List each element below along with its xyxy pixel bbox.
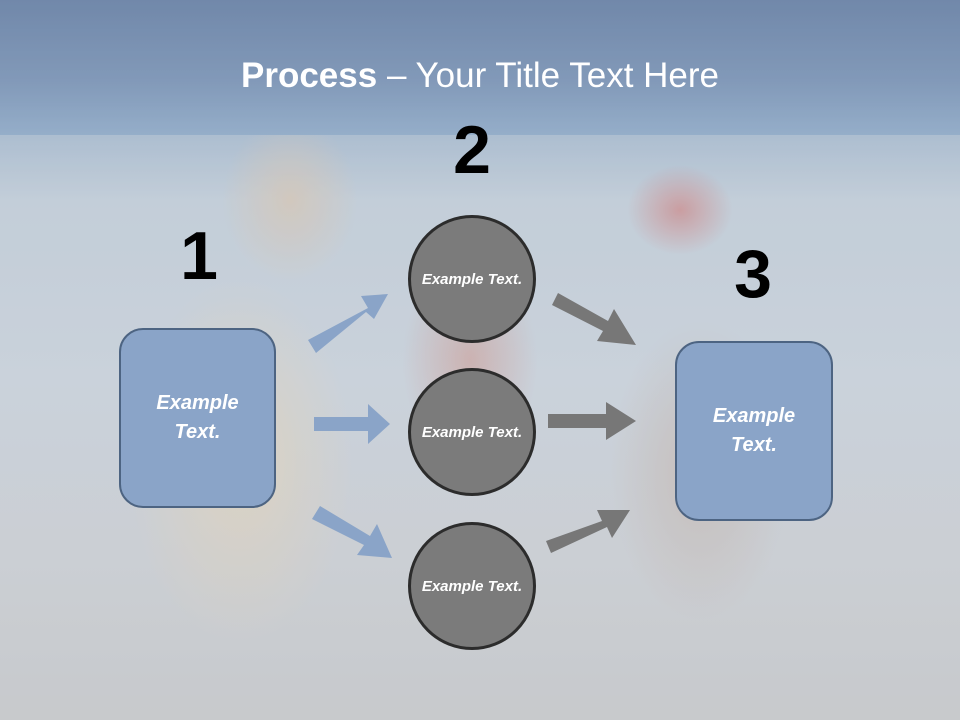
output-box: Example Text. (675, 341, 833, 521)
gray-arrow-right (548, 402, 636, 440)
blue-arrow-right (314, 404, 390, 444)
middle-circle-3: Example Text. (408, 522, 536, 650)
title-rest: – Your Title Text Here (377, 56, 719, 95)
blue-arrow-up (308, 294, 388, 353)
step-number-2: 2 (453, 112, 491, 188)
blue-arrow-down (312, 506, 392, 558)
title-bold: Process (241, 56, 378, 95)
middle-circle-1: Example Text. (408, 215, 536, 343)
middle-circle-2-text: Example Text. (421, 423, 523, 441)
step-number-1: 1 (180, 218, 218, 294)
input-box-text: Example Text. (156, 392, 239, 443)
middle-circle-1-text: Example Text. (421, 270, 523, 288)
input-box: Example Text. (119, 328, 276, 508)
slide-title: Process – Your Title Text Here (0, 54, 960, 98)
title-band (0, 0, 960, 135)
middle-circle-3-text: Example Text. (421, 577, 523, 595)
gray-arrow-down (552, 293, 636, 345)
output-box-text: Example Text. (712, 405, 796, 456)
step-number-3: 3 (734, 236, 772, 312)
middle-circle-2: Example Text. (408, 368, 536, 496)
gray-arrow-up (546, 510, 630, 553)
